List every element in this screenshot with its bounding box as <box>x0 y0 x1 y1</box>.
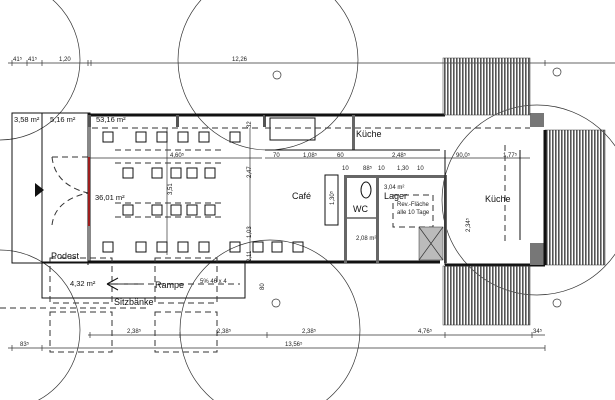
stairs-right <box>544 129 606 266</box>
storage-note: Rev.-Fläche <box>397 202 430 208</box>
dim-label: 13,56⁵ <box>285 341 303 348</box>
dim-label: 12,26 <box>232 57 248 63</box>
dim-label: 2,38⁵ <box>127 328 142 335</box>
dim-label: 83⁵ <box>20 341 30 348</box>
dim-label: 3,51 <box>168 183 174 195</box>
dim-label: 2,48⁵ <box>392 152 407 159</box>
area-label: 3,04 m² <box>384 185 404 191</box>
dim-label: 2,11 <box>247 250 253 262</box>
ramp-slope: 5% 46 x 4 <box>200 279 227 285</box>
dim-label: 4,60⁵ <box>170 152 185 159</box>
dim-label: 1,30⁵ <box>329 190 336 205</box>
dim-label: 10 <box>342 166 349 172</box>
ramp-area: 4,32 m² Rampe 5% 46 x 4 Podest Sitzbänke… <box>0 251 266 353</box>
room-label-ramp: Rampe <box>155 280 184 290</box>
dim-label: 10 <box>378 166 385 172</box>
dim-label: 1,30 <box>397 166 409 172</box>
dim-label: 2,38⁵ <box>217 328 232 335</box>
dim-label: 2,38⁵ <box>302 328 317 335</box>
dim-label: 1,77⁵ <box>503 152 518 159</box>
room-label-kitchen-strip: Küche <box>356 129 382 139</box>
entry-rooms: 3,58 m² 5,16 m² <box>11 112 91 264</box>
room-label-wc: WC <box>353 204 368 214</box>
dim-label: 41⁵ <box>28 56 38 63</box>
dim-label: 10 <box>417 166 424 172</box>
tables <box>102 131 304 253</box>
area-label: 53,16 m² <box>96 115 126 124</box>
wc-storage: 1,30⁵ WC 2,08 m² 3,04 m² Lager Rev.-Fläc… <box>324 174 447 263</box>
stairs-top <box>442 57 531 116</box>
room-label-landing: Podest <box>51 251 80 261</box>
room-label-cafe: Café <box>292 191 311 201</box>
dim-label: 70 <box>273 153 280 159</box>
kitchen: Küche 2,34⁵ <box>444 113 545 267</box>
dim-label: 90,0⁵ <box>456 152 471 159</box>
area-label: 5,16 m² <box>50 115 76 124</box>
dim-label: 1,08⁵ <box>303 152 318 159</box>
room-label-benches: Sitzbänke <box>114 297 154 307</box>
dim-label: 1,20 <box>59 57 71 63</box>
area-label: 36,01 m² <box>95 193 125 202</box>
room-label-kitchen: Küche <box>485 194 511 204</box>
room-label-storage: Lager <box>384 191 407 201</box>
dim-label: 34⁵ <box>533 328 543 335</box>
stairs-bottom <box>442 265 531 326</box>
cafe-area: Küche Café 70 1,08⁵ 60 2,48⁵ 90,0⁵ 1,77⁵… <box>265 113 530 201</box>
area-label: 2,08 m² <box>356 236 376 242</box>
dim-label: 4,76⁵ <box>418 328 433 335</box>
dim-label: 32 <box>247 121 253 128</box>
storage-note: alle 10 Tage <box>397 210 430 216</box>
dim-label: 1,03 <box>247 226 253 238</box>
dim-label: 2,34⁵ <box>465 217 472 232</box>
dim-label: 2,47 <box>247 166 253 178</box>
area-label: 4,32 m² <box>70 279 96 288</box>
dim-label: 41⁵ <box>13 56 23 63</box>
dim-label: 60 <box>337 153 344 159</box>
entrance-arrow-icon <box>35 183 44 197</box>
area-label: 3,58 m² <box>14 115 40 124</box>
bottom-dimension-lines: 2,38⁵ 2,38⁵ 2,38⁵ 4,76⁵ 34⁵ 83⁵ 13,56⁵ <box>8 328 546 351</box>
dim-label: 80 <box>260 283 266 290</box>
dim-label: 88⁵ <box>363 165 373 172</box>
main-hall: 53,16 m² 36,01 m² 4,60⁵ 3,51 2,47 1,03 2… <box>87 113 440 265</box>
